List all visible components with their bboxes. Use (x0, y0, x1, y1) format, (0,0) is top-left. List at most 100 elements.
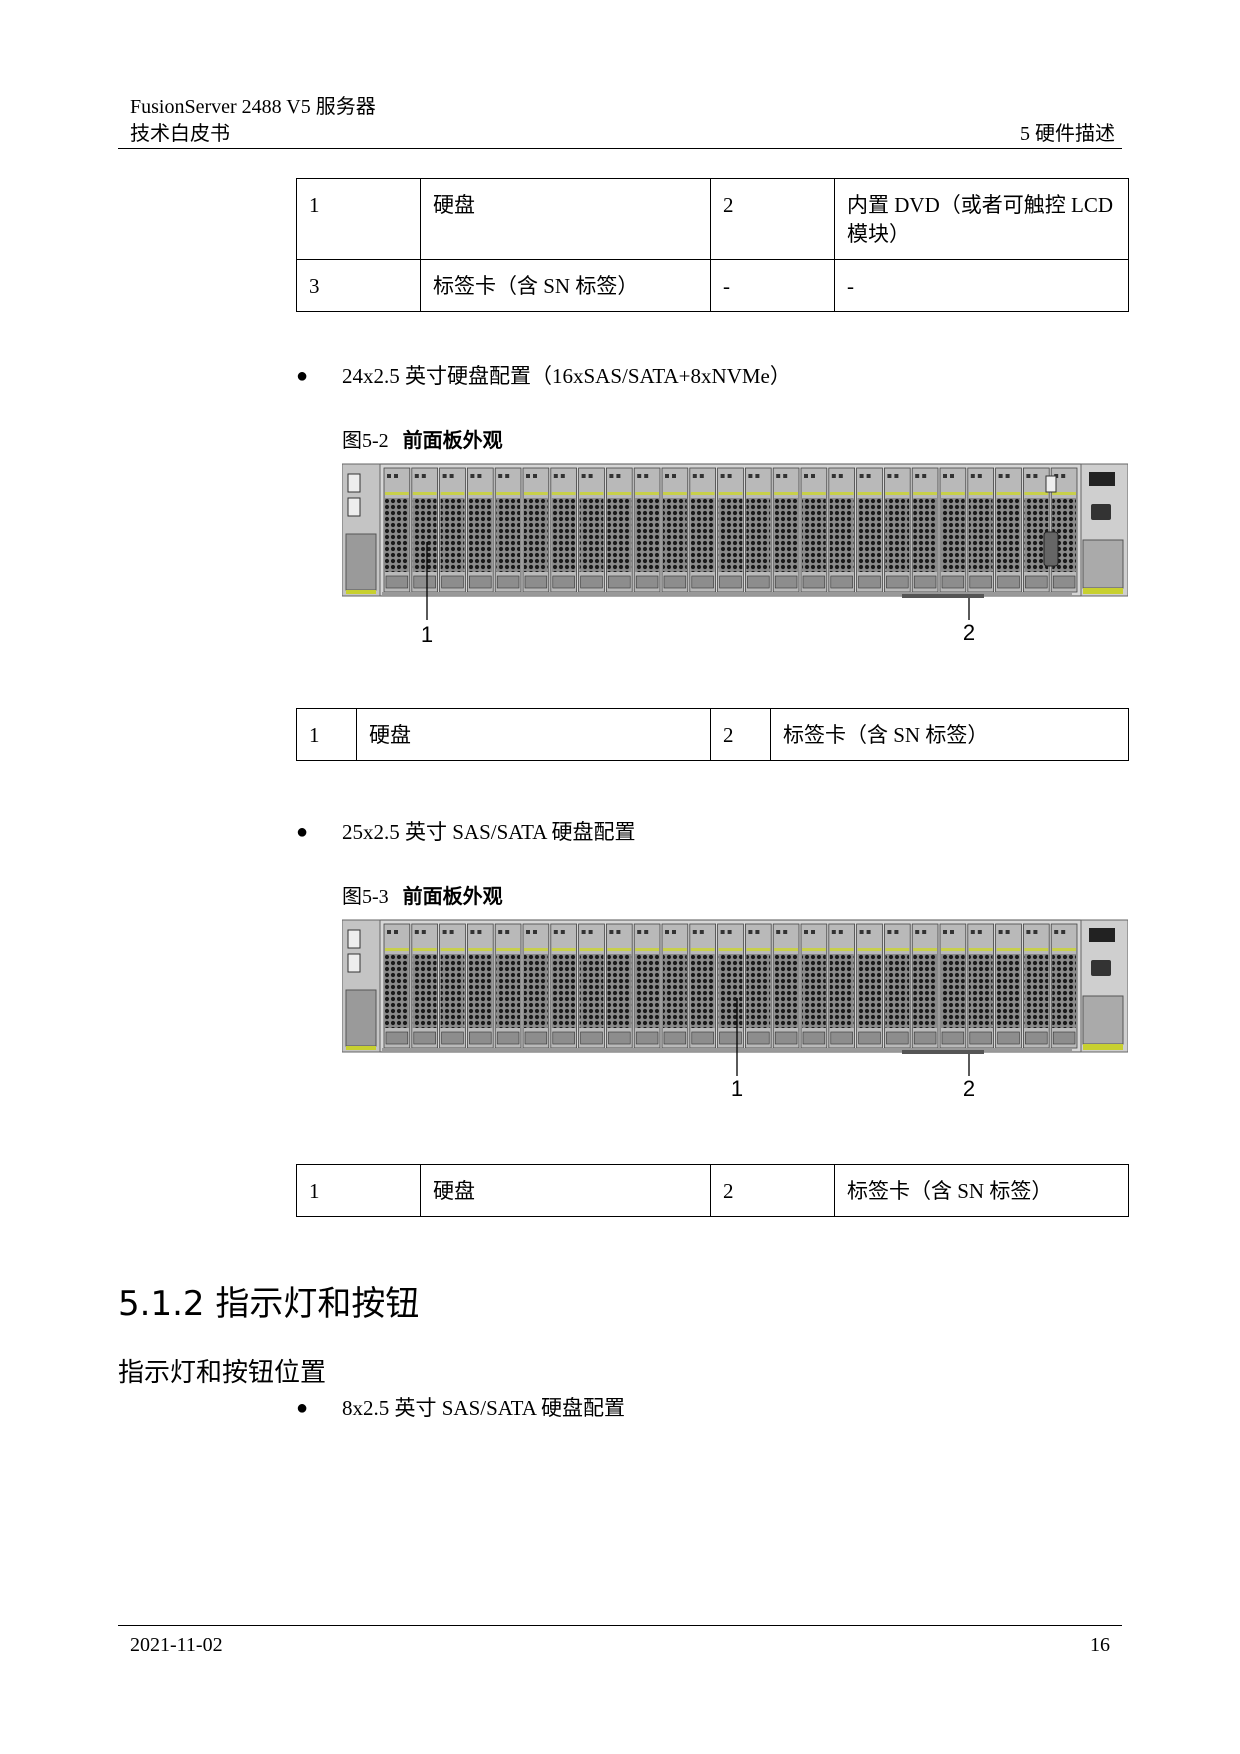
bay-mesh (1024, 498, 1049, 572)
bay-mesh (468, 954, 493, 1028)
bay-latch (830, 575, 853, 589)
bay-led-icon (498, 930, 503, 934)
bay-latch (802, 1031, 826, 1045)
bay-mesh (551, 954, 576, 1028)
bay-led-icon (442, 930, 447, 934)
bay-mesh (857, 498, 882, 572)
bay-accent (913, 492, 937, 495)
section-heading: 5.1.2 指示灯和按钮 (118, 1284, 420, 1324)
bay-accent (1024, 948, 1049, 951)
usb-port-icon (1045, 475, 1057, 493)
bay-accent (941, 492, 965, 495)
bay-led-icon (831, 474, 836, 478)
callout-label-1: 1 (731, 1076, 743, 1101)
figure-title: 前面板外观 (402, 428, 503, 452)
bay-mesh (802, 498, 826, 572)
bay-led-icon (505, 474, 510, 478)
bay-led-icon (644, 930, 649, 934)
bay-latch (385, 575, 409, 589)
bay-led-icon (414, 474, 419, 478)
bay-led-icon (387, 930, 391, 934)
bay-led-icon (887, 930, 892, 934)
bay-accent (635, 492, 659, 495)
bay-led-icon (498, 474, 503, 478)
bay-led-icon (1061, 474, 1066, 478)
bay-accent (996, 492, 1021, 495)
bay-accent (496, 492, 520, 495)
bay-led-icon (950, 474, 954, 478)
bay-accent (774, 492, 798, 495)
bay-latch (496, 575, 520, 589)
header-rule (118, 148, 1122, 149)
bay-accent (1052, 492, 1076, 495)
power-button-icon (1091, 960, 1111, 976)
bay-latch (608, 1031, 631, 1045)
bay-led-icon (1026, 474, 1031, 478)
bay-led-icon (387, 474, 391, 478)
bay-led-icon (720, 474, 725, 478)
bay-accent (968, 492, 993, 495)
bay-latch (747, 1031, 770, 1045)
table-cell: 1 (296, 178, 421, 260)
bay-led-icon (977, 474, 982, 478)
table-cell: 标签卡（含 SN 标签） (834, 1164, 1129, 1217)
bay-latch (886, 575, 909, 589)
bay-led-icon (727, 474, 732, 478)
page-number: 16 (1090, 1634, 1110, 1656)
callout-label-1: 1 (421, 622, 433, 647)
bay-latch (997, 1031, 1020, 1045)
table-cell: 硬盘 (420, 1164, 711, 1217)
bay-latch (663, 575, 687, 589)
bay-accent (524, 492, 548, 495)
bay-led-icon (533, 930, 537, 934)
bay-mesh (774, 498, 798, 572)
bay-latch (969, 1031, 992, 1045)
front-panel-figure-25-bay: 1 2 (342, 919, 1128, 1101)
bay-accent (551, 948, 576, 951)
bay-mesh (941, 954, 965, 1028)
bay-led-icon (609, 474, 614, 478)
bay-accent (412, 492, 437, 495)
bay-latch (941, 575, 965, 589)
bay-latch (385, 1031, 409, 1045)
bay-led-icon (449, 474, 454, 478)
bay-led-icon (477, 474, 482, 478)
label-card (345, 533, 377, 591)
bay-latch (941, 1031, 965, 1045)
bay-led-icon (637, 474, 642, 478)
callout-label-2: 2 (963, 620, 975, 645)
bay-mesh (746, 498, 771, 572)
bay-mesh (551, 498, 576, 572)
bay-led-icon (394, 474, 398, 478)
bullet-text: 24x2.5 英寸硬盘配置（16xSAS/SATA+8xNVMe） (342, 364, 791, 388)
bay-led-icon (804, 474, 808, 478)
bay-mesh (440, 954, 465, 1028)
bay-led-icon (442, 474, 447, 478)
bay-latch (441, 1031, 464, 1045)
bay-led-icon (838, 930, 843, 934)
table-cell: 2 (710, 708, 771, 761)
bay-mesh (1024, 954, 1049, 1028)
bay-mesh (1052, 954, 1076, 1028)
table-cell: 硬盘 (356, 708, 711, 761)
bay-latch (858, 575, 881, 589)
bay-mesh (579, 498, 604, 572)
bay-latch (413, 575, 436, 589)
bay-latch (969, 575, 992, 589)
bottom-rail (382, 1048, 1072, 1051)
bay-latch (441, 575, 464, 589)
bay-led-icon (894, 930, 899, 934)
bay-led-icon (449, 930, 454, 934)
table-cell: 2 (710, 178, 835, 260)
bay-latch (580, 1031, 603, 1045)
bay-accent (579, 948, 604, 951)
bay-latch (830, 1031, 853, 1045)
bay-latch (886, 1031, 909, 1045)
bay-led-icon (553, 474, 558, 478)
bay-mesh (607, 498, 632, 572)
table-row: 1 硬盘 2 内置 DVD（或者可触控 LCD 模块） (296, 178, 1129, 260)
bay-latch (774, 575, 798, 589)
bay-led-icon (859, 474, 864, 478)
bay-latch (1025, 575, 1048, 589)
bay-led-icon (1033, 930, 1038, 934)
